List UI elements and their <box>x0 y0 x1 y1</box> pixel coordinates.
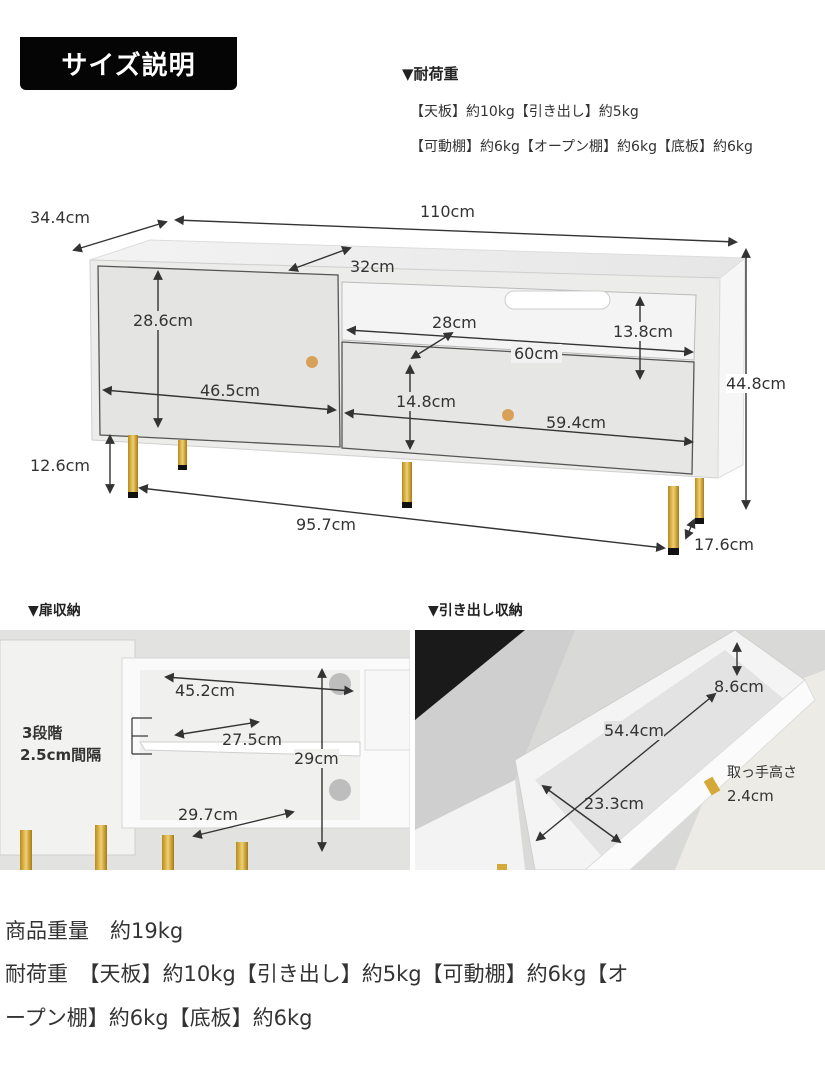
load-capacity-line-1: 【天板】約10kg【引き出し】約5kg <box>410 104 639 120</box>
tv-stand-diagram <box>72 215 751 555</box>
door-storage-steps-line2: 2.5cm間隔 <box>20 746 102 764</box>
dim-width-total: 110cm <box>420 202 475 221</box>
load-capacity-footer-line-1: 耐荷重 【天板】約10kg【引き出し】約5kg【可動棚】約6kg【オ <box>5 962 629 986</box>
drawer-storage-length: 54.4cm <box>604 721 665 740</box>
load-capacity-heading: ▼耐荷重 <box>402 65 459 83</box>
drawer-storage-height: 8.6cm <box>714 677 764 696</box>
dim-depth-total: 34.4cm <box>30 208 91 227</box>
dim-door-height: 28.6cm <box>133 311 194 330</box>
dim-drawer-height: 14.8cm <box>396 392 457 411</box>
dim-leg-height: 12.6cm <box>30 456 91 475</box>
page-title: サイズ説明 <box>20 37 237 90</box>
door-storage-heading: ▼扉収納 <box>28 603 81 619</box>
product-weight: 商品重量 約19kg <box>5 919 184 943</box>
dim-leg-span: 95.7cm <box>296 515 357 534</box>
dim-open-shelf-height: 13.8cm <box>613 322 674 341</box>
door-storage-photo <box>0 630 410 870</box>
door-storage-width: 45.2cm <box>175 681 236 700</box>
door-storage-bottom-depth: 29.7cm <box>178 805 239 824</box>
dim-total-height: 44.8cm <box>726 374 787 393</box>
dim-floor-clearance: 17.6cm <box>694 535 755 554</box>
dim-inner-depth: 32cm <box>350 257 395 276</box>
door-storage-height: 29cm <box>294 749 339 768</box>
door-storage-shelf-depth: 27.5cm <box>222 730 283 749</box>
dim-open-shelf-depth: 28cm <box>432 313 477 332</box>
load-capacity-line-2: 【可動棚】約6kg【オープン棚】約6kg【底板】約6kg <box>410 139 753 155</box>
drawer-storage-photo <box>415 630 825 870</box>
door-storage-steps-line1: 3段階 <box>22 724 63 742</box>
drawer-storage-heading: ▼引き出し収納 <box>428 603 523 619</box>
drawer-handle-value: 2.4cm <box>727 787 774 805</box>
drawer-handle-label: 取っ手高さ <box>727 765 797 781</box>
load-capacity-footer-line-2: ープン棚】約6kg【底板】約6kg <box>5 1006 313 1030</box>
dim-open-shelf-width: 60cm <box>511 344 562 363</box>
dim-door-width: 46.5cm <box>200 381 261 400</box>
drawer-storage-width: 23.3cm <box>584 794 645 813</box>
dim-drawer-width: 59.4cm <box>546 413 607 432</box>
